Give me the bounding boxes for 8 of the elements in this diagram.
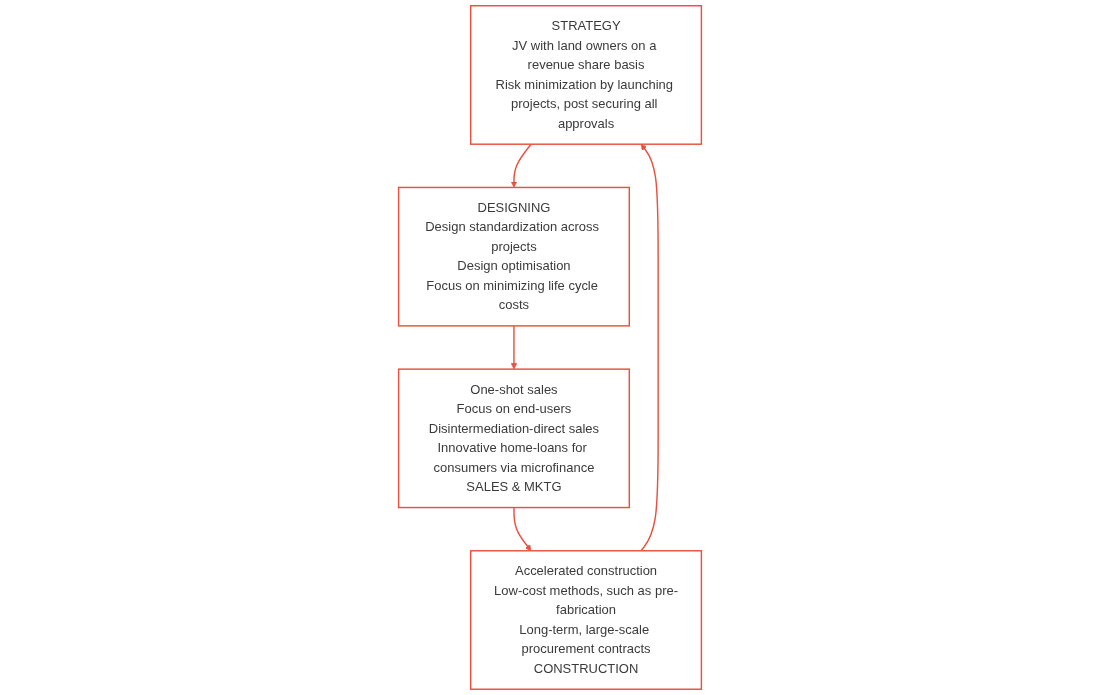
node-box: One-shot sales Focus on end-users Disintermediation-direct sales Innovative home-loans for consumers via microfinance SALES & MKTG [397,368,630,509]
node-box: Accelerated construction Low-cost methods, such as pre-fabrication Long-term, large-scale procurement contracts CONSTRUCTION [469,550,703,690]
arrow [510,143,532,188]
arrow [640,143,659,552]
node-box: DESIGNING Design standardization across projects Design optimisation Focus on minimizing life cycle costs [397,186,630,327]
node-box: STRATEGY JV with land owners on a revenue share basis Risk minimization by launching projects, post securing all approvals [469,5,703,145]
arrow [513,506,532,552]
arrow [510,325,518,370]
